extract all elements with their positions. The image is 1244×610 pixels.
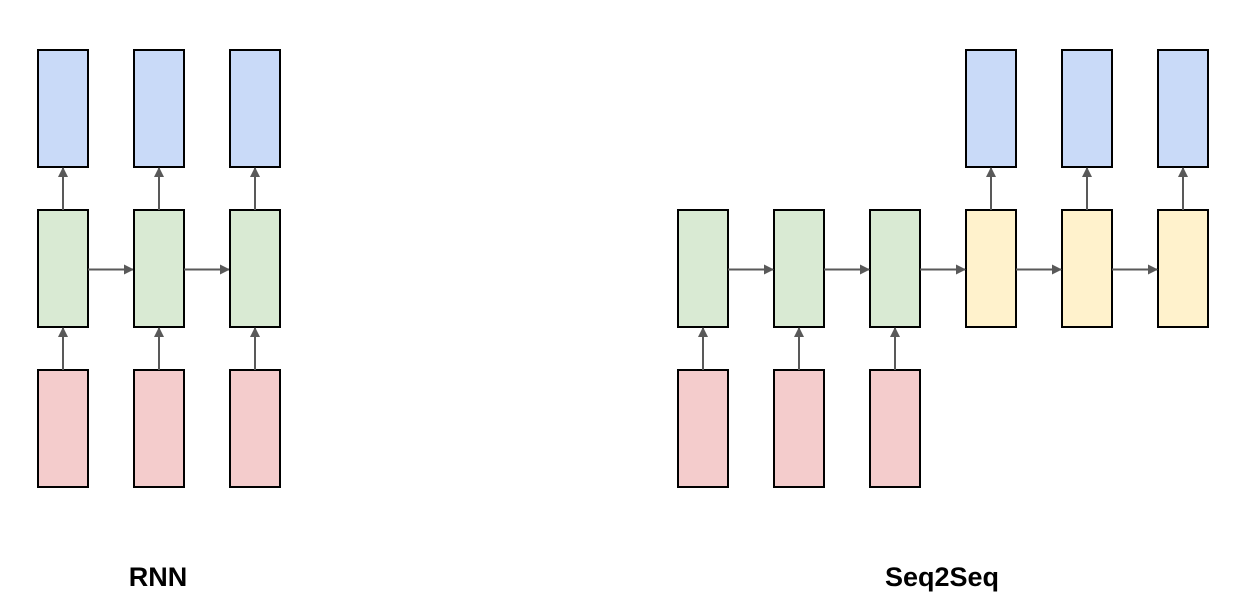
encoder-hidden-box bbox=[677, 209, 729, 328]
decoder-output-box bbox=[965, 49, 1017, 168]
rnn-input-box bbox=[133, 369, 185, 488]
decoder-hidden-box bbox=[1061, 209, 1113, 328]
encoder-input-box bbox=[773, 369, 825, 488]
rnn-output-box bbox=[133, 49, 185, 168]
decoder-hidden-box bbox=[965, 209, 1017, 328]
rnn-input-box bbox=[37, 369, 89, 488]
rnn-output-box bbox=[229, 49, 281, 168]
rnn-title: RNN bbox=[128, 562, 188, 592]
rnn-hidden-box bbox=[133, 209, 185, 328]
rnn-hidden-box bbox=[37, 209, 89, 328]
encoder-hidden-box bbox=[869, 209, 921, 328]
decoder-output-box bbox=[1157, 49, 1209, 168]
rnn-input-box bbox=[229, 369, 281, 488]
rnn-output-box bbox=[37, 49, 89, 168]
encoder-input-box bbox=[677, 369, 729, 488]
encoder-input-box bbox=[869, 369, 921, 488]
rnn-hidden-box bbox=[229, 209, 281, 328]
rnn-diagram bbox=[37, 49, 281, 488]
encoder-hidden-box bbox=[773, 209, 825, 328]
seq2seq-title: Seq2Seq bbox=[884, 562, 1000, 592]
decoder-output-box bbox=[1061, 49, 1113, 168]
seq2seq-diagram bbox=[677, 49, 1209, 488]
decoder-hidden-box bbox=[1157, 209, 1209, 328]
